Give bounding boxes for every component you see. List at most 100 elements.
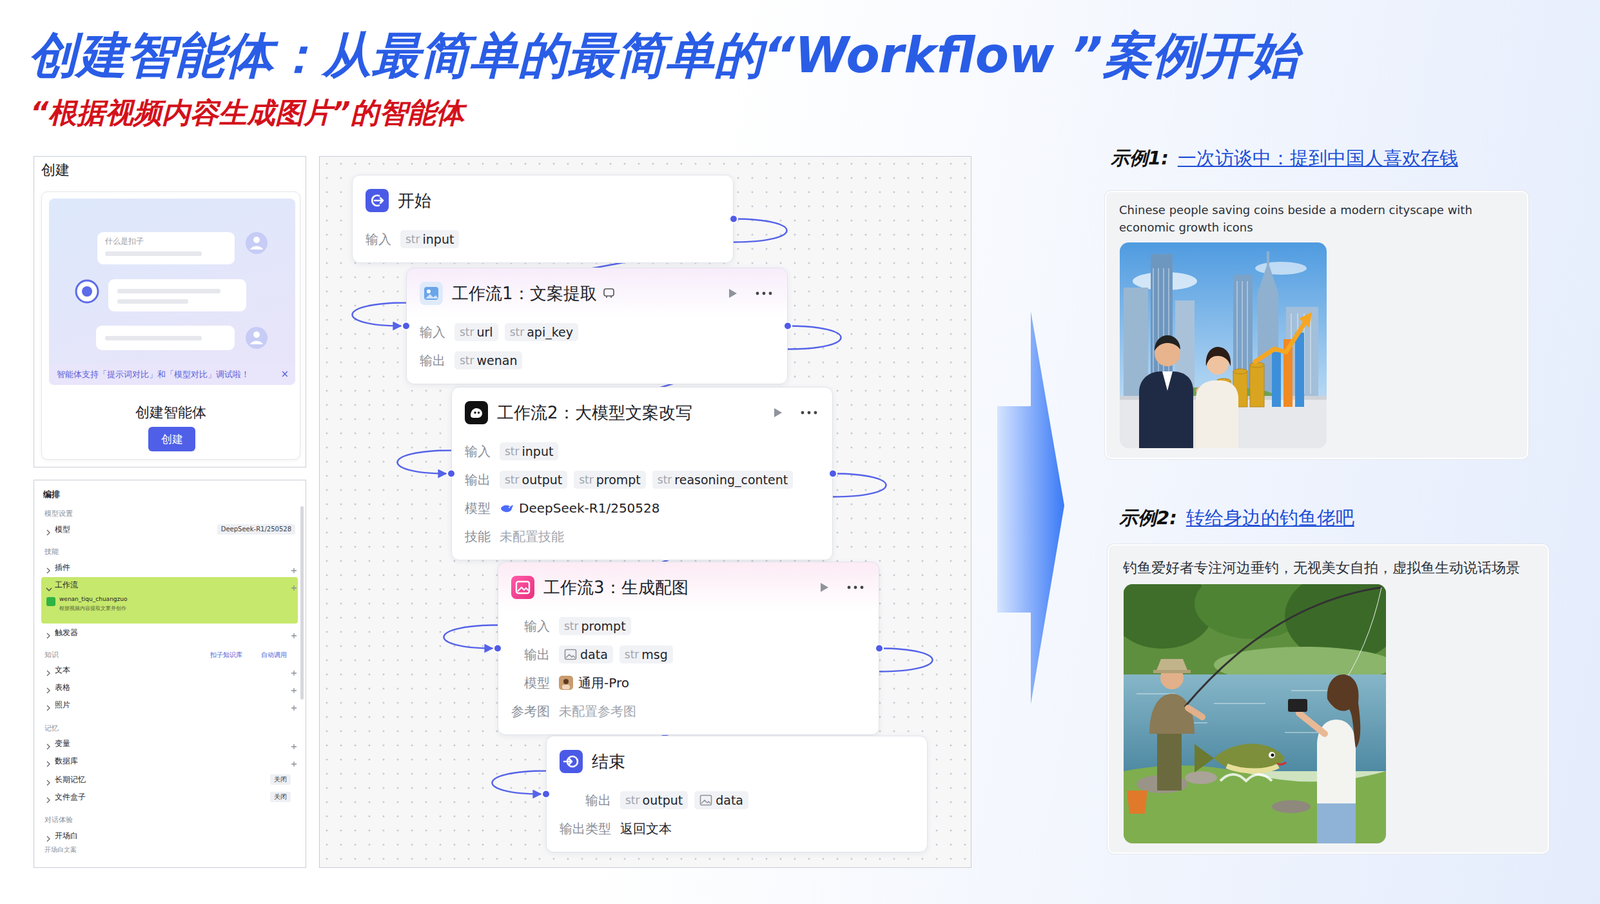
node-row: 输入strinput: [365, 224, 721, 254]
row-label: 参考图: [511, 702, 550, 721]
type-tag: str: [624, 647, 640, 661]
graphic-part: [250, 246, 264, 250]
graphic-part: [374, 197, 383, 204]
node-row: 输出stroutputstrpromptstrreasoning_content: [464, 465, 820, 494]
icon-graphic: [45, 704, 51, 712]
graphic-part: [801, 411, 805, 415]
graphic-part: [117, 299, 189, 304]
graphic-part: [1298, 712, 1325, 734]
graphic-part: [477, 411, 480, 414]
workflow-desc: 根据视频内容提取文案并创作: [59, 604, 127, 612]
type-chip: strprompt: [558, 616, 632, 635]
chevron: [45, 740, 51, 747]
icon-graphic: [45, 669, 51, 677]
graphic-part: [1249, 364, 1265, 407]
graphic-part: [508, 506, 510, 508]
plus-icon: [290, 757, 298, 764]
graphic-part: [1188, 707, 1203, 717]
graphic-part: [424, 286, 439, 300]
graphic-part: [1295, 332, 1305, 407]
graphic-part: [46, 587, 52, 591]
icon-graphic: [45, 632, 51, 639]
node-title: 工作流3：生成配图: [543, 576, 689, 599]
graphic-part: [250, 341, 264, 345]
create-button: 创建: [148, 426, 196, 452]
node-row: 输出datastrmsg: [511, 640, 866, 669]
graphic-part: [47, 687, 50, 693]
param-name: output: [522, 472, 563, 487]
node-tools: [711, 286, 775, 300]
panel-row-text: 知识: [44, 649, 59, 661]
row-label: 输出: [559, 791, 612, 810]
image-type-icon: [564, 648, 577, 661]
graphic-part: [291, 670, 297, 676]
panel-row-text: 记忆: [44, 723, 59, 734]
graphic-part: [1277, 761, 1287, 765]
row-title: 工作流: [54, 579, 79, 590]
panel-row-text: 变量: [54, 738, 71, 749]
workflow-name: wenan_tiqu_chuangzuo: [59, 595, 128, 603]
icon-graphic: [290, 760, 298, 768]
node-row: 输入strinput: [464, 437, 820, 466]
node-row: 模型通用-Pro: [511, 668, 866, 697]
node-title: 结束: [591, 750, 626, 773]
row-label: 模型: [464, 499, 491, 518]
graphic-part: [245, 326, 268, 349]
node-icon: [365, 188, 389, 213]
scrollbar: [300, 506, 304, 700]
graphic-part: [81, 286, 93, 297]
example-card: Chinese people saving coins beside a mod…: [1104, 190, 1529, 459]
panel-row-text: DeepSeek-R1/250528: [217, 524, 296, 535]
icon-graphic: [290, 632, 298, 639]
card-caption: Chinese people saving coins beside a mod…: [1119, 201, 1519, 236]
graphic-part: [1287, 698, 1308, 712]
notice-text: 智能体支持「提示词对比」和「模型对比」调试啦！: [56, 368, 250, 381]
panel-row-text: 关闭: [270, 774, 291, 785]
create-panel: 创建创建智能体什么是扣子智能体支持「提示词对比」和「模型对比」调试啦！×创建: [33, 156, 307, 468]
graphic-part: [769, 292, 773, 296]
icon-graphic: [48, 198, 296, 385]
graphic-part: [76, 280, 98, 303]
node-row: 输出strwenan: [419, 346, 775, 375]
icon-graphic: [1123, 584, 1386, 844]
row-label: 输入: [464, 442, 491, 461]
row-label: 输入: [419, 323, 446, 342]
port-dot: [447, 469, 456, 478]
param-name: data: [715, 792, 744, 808]
panel-row-text: 对话体验: [44, 814, 73, 826]
panel-row-text: 编排: [43, 489, 60, 500]
row-value: 未配置参考图: [558, 702, 637, 721]
icon-graphic: [45, 743, 51, 750]
graphic-part: [291, 567, 297, 574]
type-chip: strinput: [400, 230, 459, 249]
agent-card: 创建智能体什么是扣子智能体支持「提示词对比」和「模型对比」调试啦！×创建: [41, 191, 301, 460]
node-row: 输出类型返回文本: [559, 814, 915, 843]
graphic-part: [1162, 371, 1173, 391]
graphic-part: [1226, 765, 1279, 771]
example-heading: 示例1:一次访谈中：提到中国人喜欢存钱: [1110, 145, 1459, 172]
port-dot: [542, 790, 550, 799]
node-title: 工作流1：文案提取: [451, 282, 597, 305]
graphic-part: [253, 331, 260, 338]
graphic-part: [860, 585, 864, 590]
plus-icon: [290, 666, 298, 674]
node-header: 工作流3：生成配图: [511, 573, 866, 602]
plus-icon: [290, 740, 298, 747]
icon-graphic: [290, 687, 298, 694]
graphic-part: [291, 743, 297, 750]
port-dot: [493, 644, 502, 653]
node-icon: [464, 400, 488, 425]
type-tag: str: [405, 232, 421, 246]
panel-row-text: 开场白文案: [44, 844, 77, 855]
node-row: 输入strprompt: [511, 611, 866, 641]
graphic-part: [516, 581, 530, 594]
icon-graphic: [464, 400, 488, 425]
plus-icon: [290, 629, 298, 636]
param-name: api_key: [526, 324, 574, 340]
graphic-part: [47, 780, 50, 786]
end-node: 结束输出stroutputdata输出类型返回文本: [546, 735, 928, 853]
chat-mockup: [48, 198, 296, 385]
panel-row-text: 长期记忆: [54, 774, 86, 785]
start-node: 开始输入strinput: [351, 174, 734, 264]
